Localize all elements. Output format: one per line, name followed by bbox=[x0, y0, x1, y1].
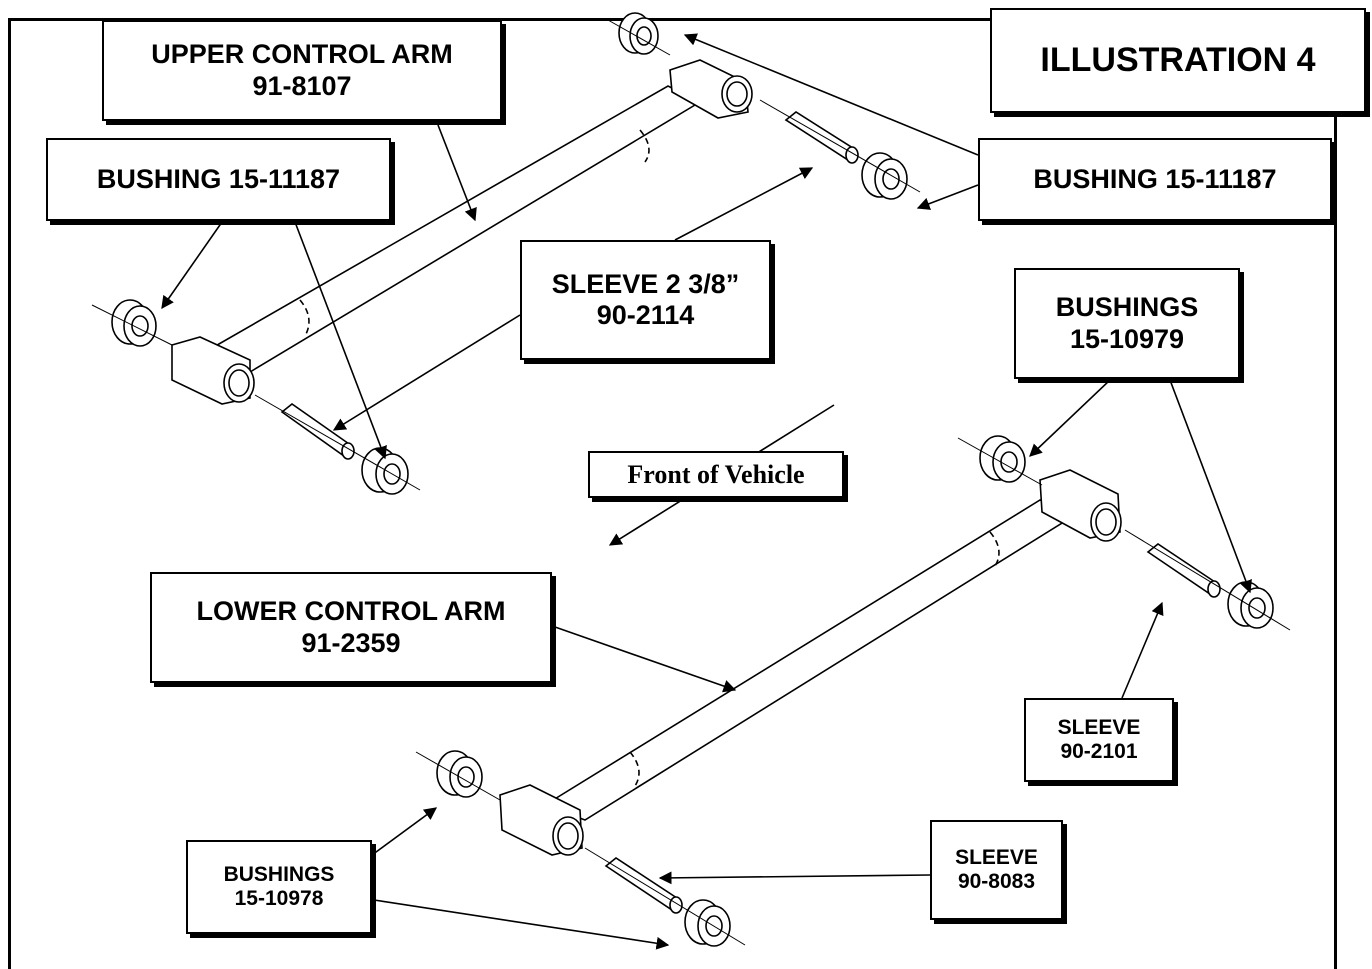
upper-control-arm-part-number: 91-8107 bbox=[252, 70, 352, 101]
upper-control-arm bbox=[171, 59, 753, 405]
bushing-upper-right-inner bbox=[861, 152, 908, 200]
sleeve-upper-label: SLEEVE 2 3/8” 90-2114 bbox=[520, 240, 771, 360]
illustration-title-box: ILLUSTRATION 4 bbox=[990, 8, 1366, 113]
page-border bbox=[8, 18, 1337, 969]
sleeve-lower-label: SLEEVE 90-8083 bbox=[930, 820, 1063, 920]
bushing-lower-right-outer bbox=[979, 435, 1026, 483]
lower-axis-lines bbox=[415, 437, 1291, 946]
sleeve-lower-left bbox=[604, 857, 683, 914]
sleeve-right-part-number: 90-2101 bbox=[1060, 740, 1138, 763]
bushing-upper-right-outer bbox=[618, 12, 659, 55]
bushings-lower-part-number: 15-10978 bbox=[234, 887, 324, 910]
bushing-left-label: BUSHING 15-11187 bbox=[46, 138, 391, 221]
bushings-right-part-number: 15-10979 bbox=[1069, 323, 1185, 354]
lower-control-arm-part-number: 91-2359 bbox=[301, 627, 401, 658]
sleeve-lower-part-number: 90-8083 bbox=[957, 870, 1036, 893]
sleeve-lower-name: SLEEVE bbox=[955, 845, 1038, 869]
front-of-vehicle-label: Front of Vehicle bbox=[588, 451, 844, 498]
sleeve-upper-name: SLEEVE 2 3/8” bbox=[551, 268, 740, 299]
bushings-lower-label: BUSHINGS 15-10978 bbox=[186, 840, 372, 934]
bushing-lower-left-inner bbox=[684, 899, 731, 947]
bushing-lower-left-outer bbox=[436, 750, 483, 798]
bushing-upper-left-inner bbox=[361, 447, 409, 495]
bushings-right-label: BUSHINGS 15-10979 bbox=[1014, 268, 1240, 379]
bushing-right-text: BUSHING 15-11187 bbox=[1033, 163, 1277, 194]
front-of-vehicle-text: Front of Vehicle bbox=[627, 459, 805, 489]
lower-control-arm-name: LOWER CONTROL ARM bbox=[196, 596, 506, 627]
bushing-upper-left-outer bbox=[111, 299, 157, 347]
bushing-left-text: BUSHING 15-11187 bbox=[96, 163, 341, 194]
sleeve-right-label: SLEEVE 90-2101 bbox=[1024, 698, 1174, 782]
upper-control-arm-name: UPPER CONTROL ARM bbox=[151, 39, 453, 70]
lower-control-arm-label: LOWER CONTROL ARM 91-2359 bbox=[150, 572, 552, 683]
bushing-right-label: BUSHING 15-11187 bbox=[978, 138, 1332, 221]
illustration-title: ILLUSTRATION 4 bbox=[1040, 40, 1316, 79]
bushings-right-name: BUSHINGS bbox=[1055, 292, 1199, 323]
lower-control-arm bbox=[499, 469, 1122, 856]
bushing-lower-right-inner bbox=[1227, 581, 1274, 629]
upper-control-arm-label: UPPER CONTROL ARM 91-8107 bbox=[102, 20, 502, 121]
sleeve-right-name: SLEEVE bbox=[1057, 715, 1141, 739]
upper-axis-lines bbox=[91, 19, 921, 491]
leader-arrows bbox=[161, 33, 1252, 950]
sleeve-upper-right bbox=[784, 111, 859, 164]
bushings-lower-name: BUSHINGS bbox=[223, 862, 335, 886]
sleeve-lower-right bbox=[1146, 543, 1221, 598]
sleeve-upper-part-number: 90-2114 bbox=[596, 300, 695, 330]
